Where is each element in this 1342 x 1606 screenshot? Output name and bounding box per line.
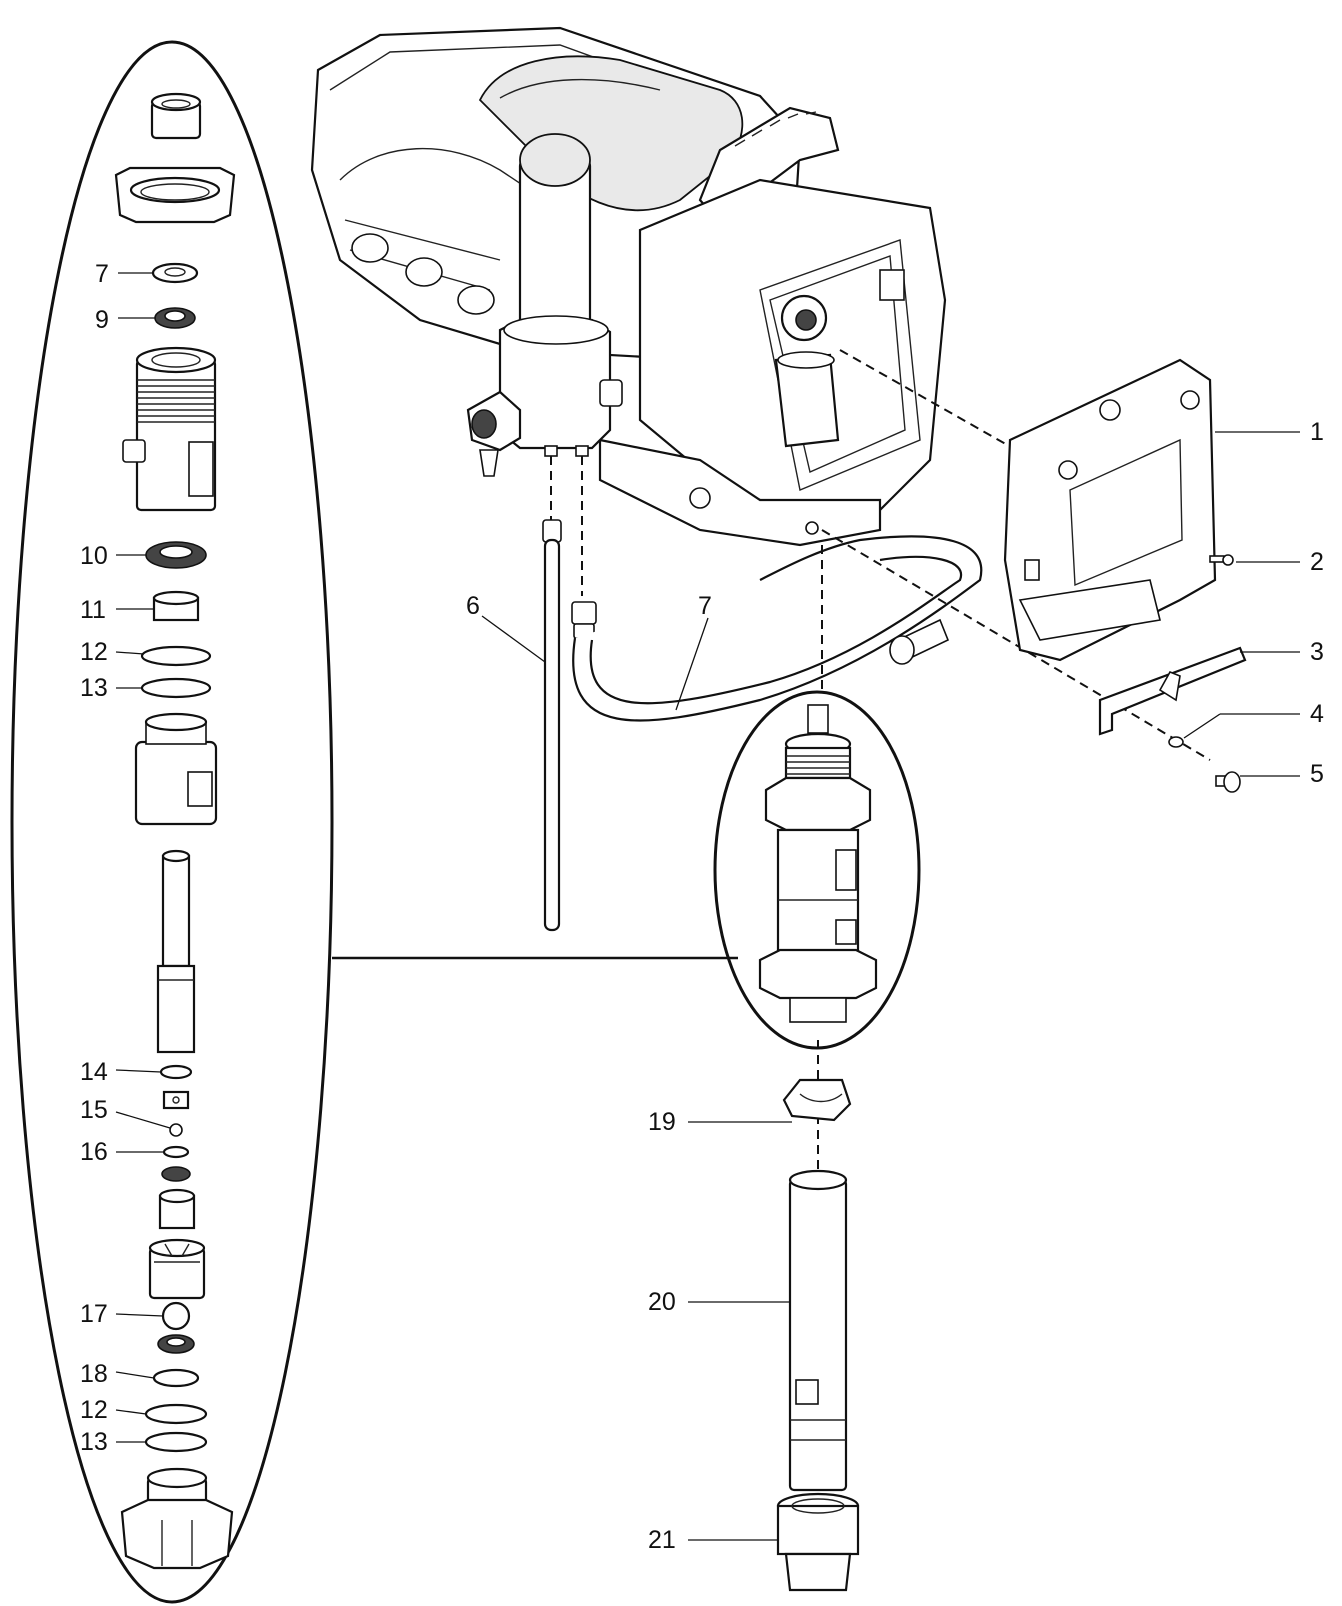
hose-7	[571, 535, 983, 722]
callout-4: 4	[1310, 700, 1324, 728]
o-ring-12-upper	[140, 645, 212, 667]
pipe-6	[542, 519, 562, 932]
callout-12-upper: 12	[80, 638, 108, 666]
foot-valve-housing	[120, 1467, 234, 1570]
o-ring-12-lower	[144, 1403, 208, 1425]
callout-9: 9	[95, 306, 109, 334]
ball-cage-15	[162, 1090, 190, 1110]
callout-8: 7	[95, 260, 109, 288]
packing-nut-top	[150, 92, 202, 140]
valve-housing	[148, 1238, 206, 1300]
lock-ring	[114, 166, 236, 224]
callout-21: 21	[648, 1526, 676, 1554]
callout-16: 16	[80, 1138, 108, 1166]
seal-16-lower	[161, 1166, 191, 1182]
filter-column	[466, 133, 623, 477]
sprayer-main-housing	[310, 26, 947, 547]
strainer-21	[776, 1492, 860, 1592]
cup-part	[158, 1188, 196, 1230]
assembly-line-cover-lower	[821, 529, 1211, 761]
callout-1: 1	[1310, 418, 1324, 446]
suction-tube-20	[788, 1169, 848, 1492]
o-ring-14	[159, 1064, 193, 1080]
screw-2	[1209, 554, 1234, 566]
seal-10	[145, 541, 207, 569]
pump-cylinder-upper	[122, 346, 217, 512]
callout-3: 3	[1310, 638, 1324, 666]
callout-20: 20	[648, 1288, 676, 1316]
washer-8	[151, 262, 199, 284]
callout-14: 14	[80, 1058, 108, 1086]
ball-17	[161, 1301, 191, 1331]
callout-13-lower: 13	[80, 1428, 108, 1456]
callout-12-lower: 12	[80, 1396, 108, 1424]
clip-19	[782, 1078, 852, 1122]
washer-4	[1168, 736, 1184, 748]
callout-17: 17	[80, 1300, 108, 1328]
callout-19: 19	[648, 1108, 676, 1136]
callout-10: 10	[80, 542, 108, 570]
o-ring-13-upper	[140, 677, 212, 699]
pump-detail-frame	[10, 40, 334, 1604]
washer-16	[162, 1145, 190, 1159]
callout-15: 15	[80, 1096, 108, 1124]
pump-cylinder-lower	[134, 712, 218, 826]
o-ring-13-lower	[144, 1431, 208, 1453]
callout-2: 2	[1310, 548, 1324, 576]
o-ring-18	[152, 1368, 200, 1388]
callout-18: 18	[80, 1360, 108, 1388]
callout-6: 6	[466, 592, 480, 620]
callout-7: 7	[698, 592, 712, 620]
front-cover-1	[1003, 358, 1217, 662]
callout-11: 11	[80, 596, 106, 624]
ball-15	[169, 1123, 183, 1137]
bracket-3	[1098, 646, 1247, 736]
callout-13-upper: 13	[80, 674, 108, 702]
piston-rod	[156, 849, 196, 1054]
seal-9	[154, 307, 196, 329]
valve-seat	[157, 1334, 195, 1354]
callout-5: 5	[1310, 760, 1324, 788]
bolt-5	[1215, 771, 1241, 793]
pump-assembly	[758, 704, 878, 1023]
bushing-11	[152, 590, 200, 622]
